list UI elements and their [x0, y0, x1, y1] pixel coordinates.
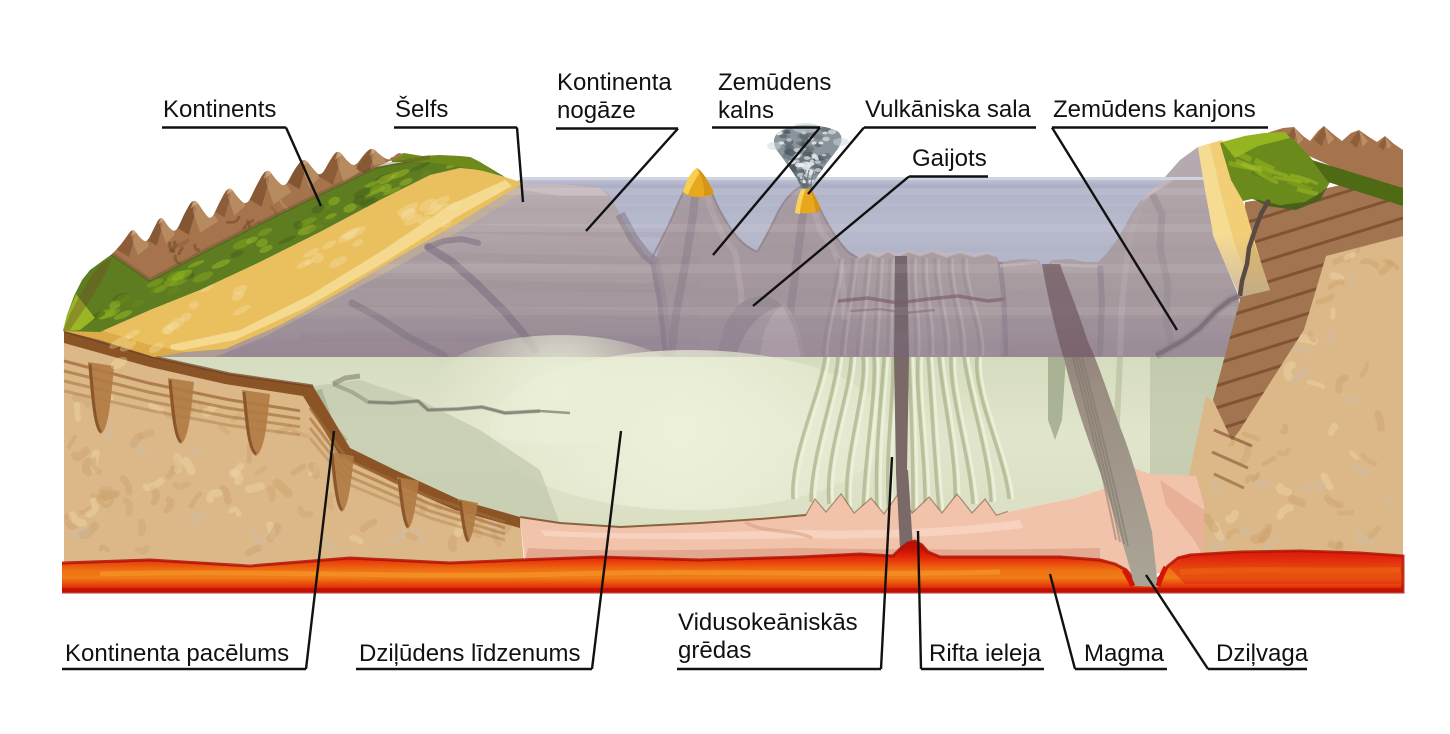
svg-text:grēdas: grēdas	[678, 637, 751, 664]
svg-text:Vidusokeāniskās: Vidusokeāniskās	[678, 609, 858, 636]
svg-text:Magma: Magma	[1084, 640, 1165, 667]
svg-text:kalns: kalns	[718, 97, 774, 124]
svg-text:Rifta ieleja: Rifta ieleja	[929, 640, 1042, 667]
svg-text:Dziļūdens līdzenums: Dziļūdens līdzenums	[359, 640, 580, 667]
svg-text:Kontinenta: Kontinenta	[557, 69, 672, 96]
svg-text:nogāze: nogāze	[557, 97, 636, 124]
svg-text:Šelfs: Šelfs	[395, 95, 448, 123]
svg-text:Zemūdens kanjons: Zemūdens kanjons	[1053, 96, 1256, 123]
svg-text:Kontinents: Kontinents	[163, 96, 276, 123]
svg-text:Kontinenta pacēlums: Kontinenta pacēlums	[65, 640, 289, 667]
svg-text:Vulkāniska sala: Vulkāniska sala	[865, 96, 1032, 123]
svg-text:Zemūdens: Zemūdens	[718, 69, 831, 96]
svg-text:Dziļvaga: Dziļvaga	[1216, 640, 1309, 667]
svg-text:Gaijots: Gaijots	[912, 145, 987, 172]
